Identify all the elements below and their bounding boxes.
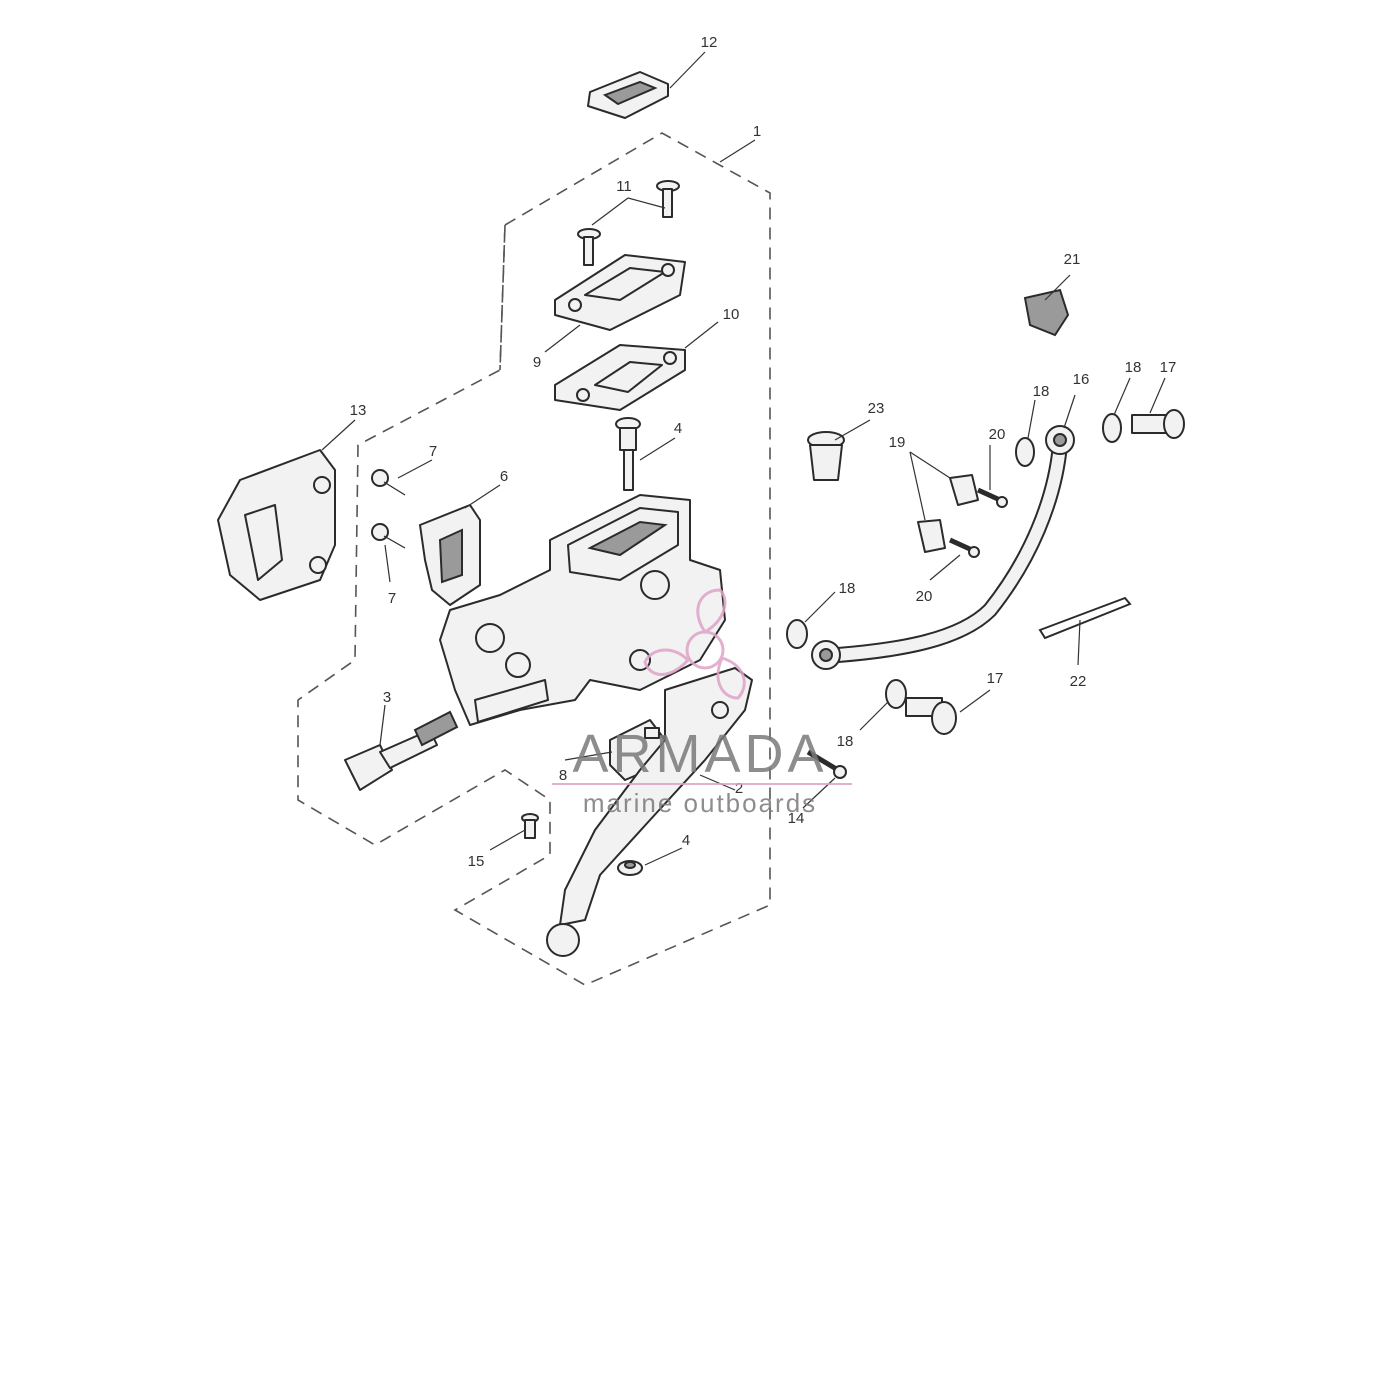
part-diaphragm <box>554 344 686 411</box>
callout-22: 22 <box>1070 673 1087 690</box>
part-reservoir-filter <box>807 431 845 481</box>
callout-3: 3 <box>383 689 391 706</box>
callout-4-lower: 4 <box>682 832 690 849</box>
callout-18-a: 18 <box>1033 383 1050 400</box>
callout-20-upper: 20 <box>989 426 1006 443</box>
part-retaining-clip <box>1038 596 1132 640</box>
part-lever-screw <box>806 749 847 779</box>
watermark-tagline: marine outboards <box>583 788 817 818</box>
callout-6: 6 <box>500 468 508 485</box>
callout-9: 9 <box>533 354 541 371</box>
callout-20-lower: 20 <box>916 588 933 605</box>
assembly-boundary <box>297 132 771 986</box>
watermark: ARMADA marine outboards <box>552 588 852 818</box>
callout-19: 19 <box>889 434 906 451</box>
callout-8: 8 <box>559 767 567 784</box>
callout-13: 13 <box>350 402 367 419</box>
part-brake-lever <box>546 667 753 957</box>
callout-11: 11 <box>616 178 632 195</box>
part-adjuster <box>344 710 459 791</box>
callout-7-lower: 7 <box>388 590 396 607</box>
callout-15: 15 <box>468 853 485 870</box>
propeller-logo-icon <box>643 588 746 700</box>
callout-2: 2 <box>735 780 743 797</box>
callout-18-d: 18 <box>837 733 854 750</box>
callout-23: 23 <box>868 400 885 417</box>
part-pivot-bolt <box>615 417 641 491</box>
callout-1: 1 <box>753 123 761 140</box>
callout-16: 16 <box>1073 371 1090 388</box>
callout-18-b: 18 <box>1125 359 1142 376</box>
part-master-cylinder-body <box>439 494 726 726</box>
callout-4-upper: 4 <box>674 420 682 437</box>
callout-17-lower: 17 <box>987 670 1004 687</box>
callout-17-upper: 17 <box>1160 359 1177 376</box>
callout-12: 12 <box>701 34 718 51</box>
leader-lines <box>321 51 1166 866</box>
part-clamp-screws <box>371 469 406 549</box>
part-clamp-cover <box>217 449 336 601</box>
callout-14: 14 <box>788 810 805 827</box>
callout-labels: 12 1 11 9 10 4 13 7 7 6 3 8 2 4 15 14 21… <box>350 34 1177 870</box>
part-hose-guides <box>917 474 979 553</box>
part-cover-screws <box>577 180 680 266</box>
callout-7-upper: 7 <box>429 443 437 460</box>
part-sealing-washers <box>786 413 1122 709</box>
part-clamp <box>419 504 481 606</box>
part-hose-clip <box>1023 288 1070 337</box>
part-reservoir-cover <box>554 254 686 331</box>
callout-21: 21 <box>1064 251 1081 268</box>
part-guide-screws <box>948 487 1008 558</box>
callout-18-c: 18 <box>839 580 856 597</box>
part-banjo-bolts <box>905 409 1185 735</box>
part-reservoir-cap <box>587 71 669 119</box>
part-brake-hose <box>811 425 1075 670</box>
part-bushing <box>617 860 643 876</box>
part-switch-screw <box>521 813 539 839</box>
callout-10: 10 <box>723 306 740 323</box>
watermark-brand: ARMADA <box>572 724 827 784</box>
